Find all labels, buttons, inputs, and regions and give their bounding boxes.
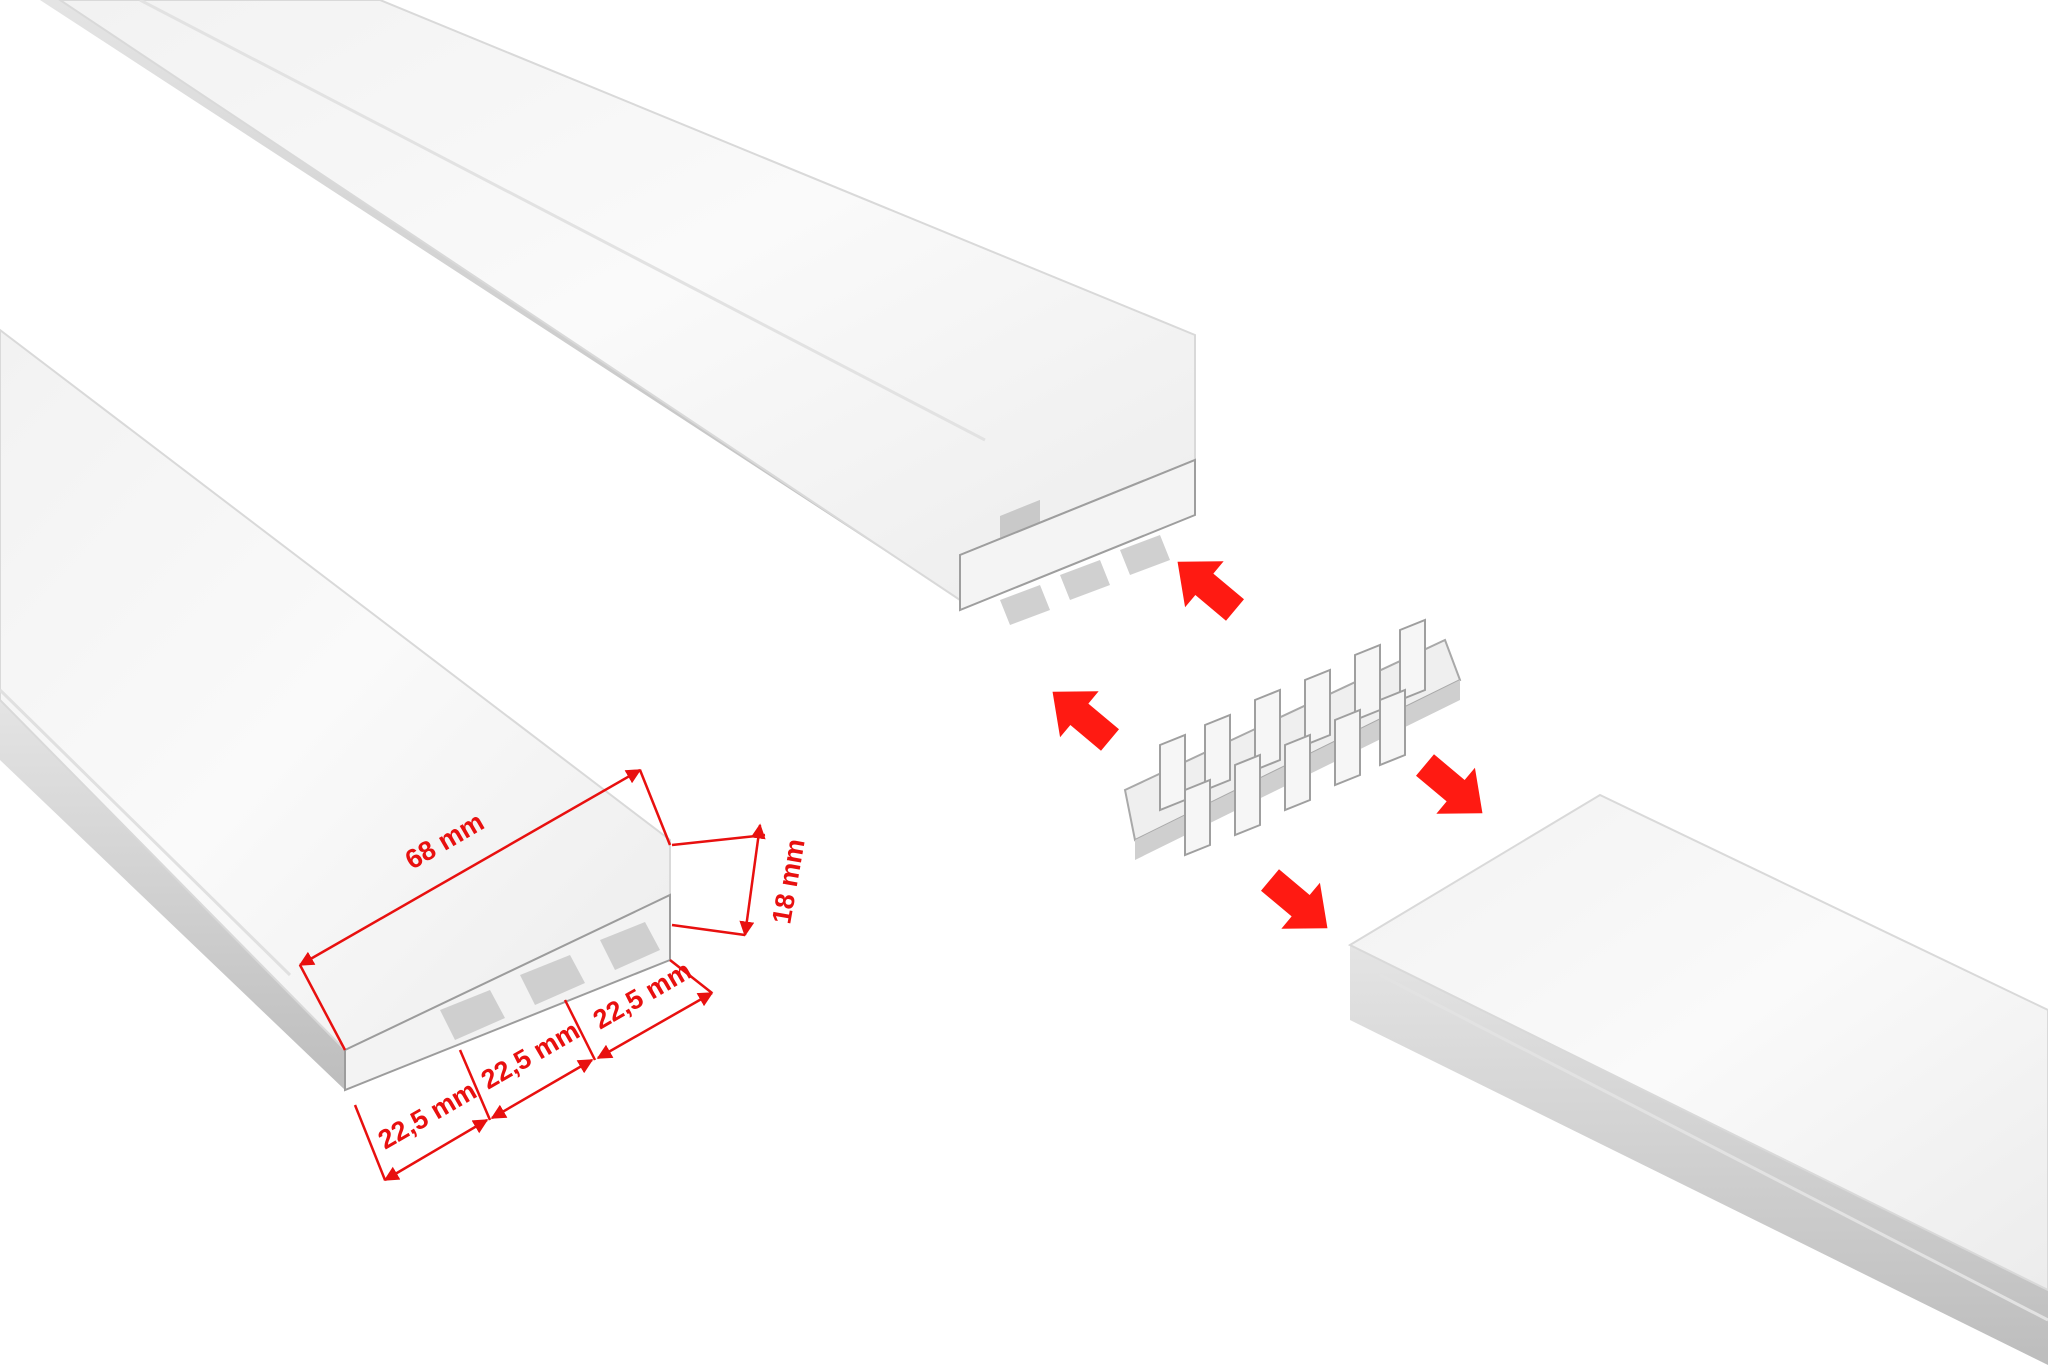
arrow-icon	[1052, 691, 1119, 751]
dimension-lines	[298, 768, 766, 1182]
movement-arrows	[1052, 561, 1483, 929]
arrow-icon	[1261, 869, 1328, 929]
rail-connector	[1123, 618, 1462, 860]
track-1-dimension-label: 22,5 mm	[373, 1075, 482, 1155]
bottom-right-rail	[1347, 793, 2048, 1365]
arrow-icon	[1416, 754, 1483, 814]
top-rail-end-profile	[959, 458, 1196, 625]
height-dimension-label: 18 mm	[766, 837, 810, 926]
arrow-icon	[1177, 561, 1244, 621]
left-rail	[0, 328, 671, 1092]
